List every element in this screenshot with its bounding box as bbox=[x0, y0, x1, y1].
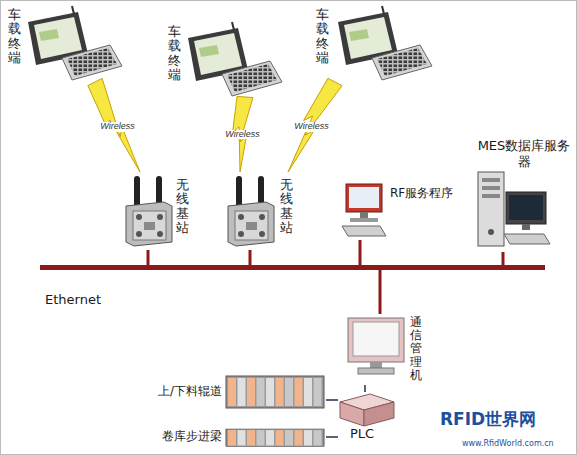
base-station-icon bbox=[126, 176, 172, 246]
terminal-icon bbox=[188, 22, 282, 96]
node-label: 车载终端 bbox=[168, 25, 181, 82]
rack-icon bbox=[226, 429, 324, 447]
node-label: Ethernet bbox=[45, 292, 101, 308]
node-label: 车载终端 bbox=[316, 8, 329, 65]
ethernet-drop bbox=[249, 250, 252, 265]
watermark-logo: RFID世界网 bbox=[440, 410, 536, 429]
terminal-icon bbox=[338, 6, 432, 80]
comm-computer-icon bbox=[348, 318, 404, 374]
node-label: 卷库步进梁 bbox=[152, 429, 222, 443]
edge-label: Wireless bbox=[223, 130, 261, 140]
ethernet-bus: Ethernet bbox=[40, 265, 545, 270]
rack-icon bbox=[226, 376, 324, 408]
terminal-node: 车载终端 bbox=[165, 22, 281, 97]
server-icon bbox=[478, 172, 550, 246]
node-label: MES数据库服务器 bbox=[474, 138, 574, 169]
watermark-url: www.RfidWorld.com.cn bbox=[462, 440, 554, 449]
signal-wire bbox=[364, 385, 366, 392]
terminal-node: 车载终端 bbox=[5, 5, 122, 82]
bus-line bbox=[40, 265, 545, 270]
terminal-icon bbox=[28, 6, 122, 80]
wireless-link bbox=[288, 78, 342, 172]
edge-label: Wireless bbox=[98, 122, 136, 132]
base-station-node: 无线基站 bbox=[222, 172, 300, 250]
node-label: 无线基站 bbox=[280, 178, 293, 235]
signal-wire bbox=[326, 436, 338, 438]
terminal-node: 车载终端 bbox=[313, 5, 434, 82]
node-label: RF服务程序 bbox=[390, 186, 453, 200]
node-label: PLC bbox=[350, 426, 374, 442]
plc-icon bbox=[340, 394, 394, 426]
wireless-link bbox=[88, 78, 140, 172]
edge-label: Wireless bbox=[292, 122, 330, 132]
mes-server-node: MES数据库服务器 bbox=[474, 138, 577, 252]
ethernet-drop bbox=[502, 252, 505, 265]
ethernet-drop bbox=[359, 240, 362, 265]
ethernet-drop bbox=[147, 250, 150, 265]
node-label: 上/下料辊道 bbox=[152, 384, 222, 398]
node-label: 车载终端 bbox=[8, 8, 21, 65]
base-station-icon bbox=[228, 176, 274, 246]
rf-server-node: RF服务程序 bbox=[338, 178, 470, 240]
comm-manager-node: 通信管理机 bbox=[343, 314, 430, 385]
plc-node: PLC bbox=[338, 392, 396, 450]
roller-node: 上/下料辊道 bbox=[146, 372, 326, 412]
node-label: 通信管理机 bbox=[410, 316, 422, 382]
node-label: 无线基站 bbox=[176, 178, 189, 235]
signal-wire bbox=[326, 399, 338, 401]
rf-computer-icon bbox=[342, 184, 386, 236]
base-station-node: 无线基站 bbox=[118, 172, 197, 250]
ethernet-drop bbox=[379, 270, 382, 314]
beam-node: 卷库步进梁 bbox=[120, 424, 326, 450]
